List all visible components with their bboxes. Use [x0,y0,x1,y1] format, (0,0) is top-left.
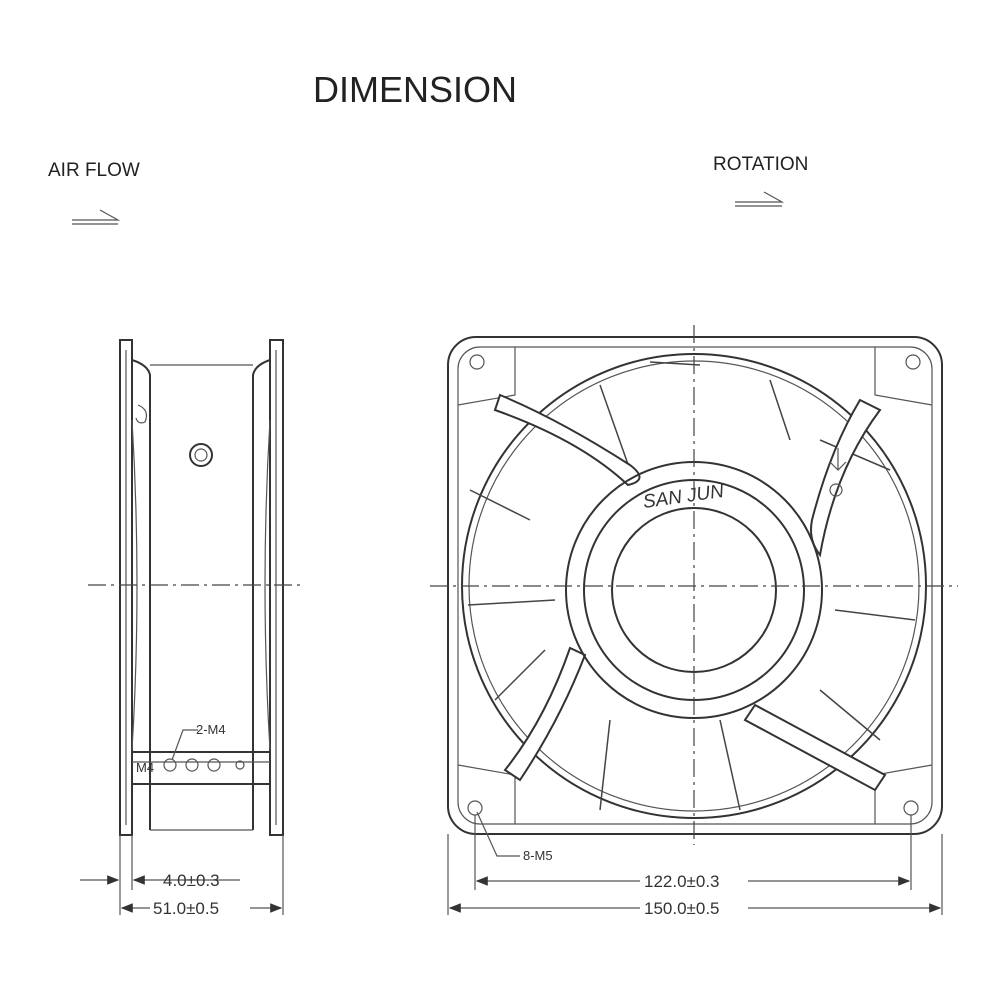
air-flow-label: AIR FLOW [48,160,140,181]
frame-spokes [493,393,887,792]
hole-callout: 8-M5 [523,848,553,863]
fan-blades [467,361,916,811]
side-screw-icon [189,443,213,467]
dim-depth: 51.0±0.5 [153,899,219,918]
air-flow-arrow-icon [72,209,121,225]
front-view: SAN JUN 8-M5 122.0±0.3 150.0±0.5 [430,325,958,918]
page-title: DIMENSION [313,69,517,110]
rotation-arrow-icon [735,191,785,207]
rotation-mark-icon [829,448,847,471]
plate-label: M4 [136,760,154,775]
thread-callout: 2-M4 [196,722,226,737]
rotation-label: ROTATION [713,154,808,175]
dim-width: 150.0±0.5 [644,899,720,918]
terminal-icons [163,758,245,772]
side-view: M4 2-M4 4.0±0.3 51.0±0.5 [80,339,300,918]
mounting-hole-icons [467,354,921,816]
dim-hole-pitch: 122.0±0.3 [644,872,720,891]
airflow-mark-icon [829,483,843,497]
dim-flange: 4.0±0.3 [163,871,220,890]
